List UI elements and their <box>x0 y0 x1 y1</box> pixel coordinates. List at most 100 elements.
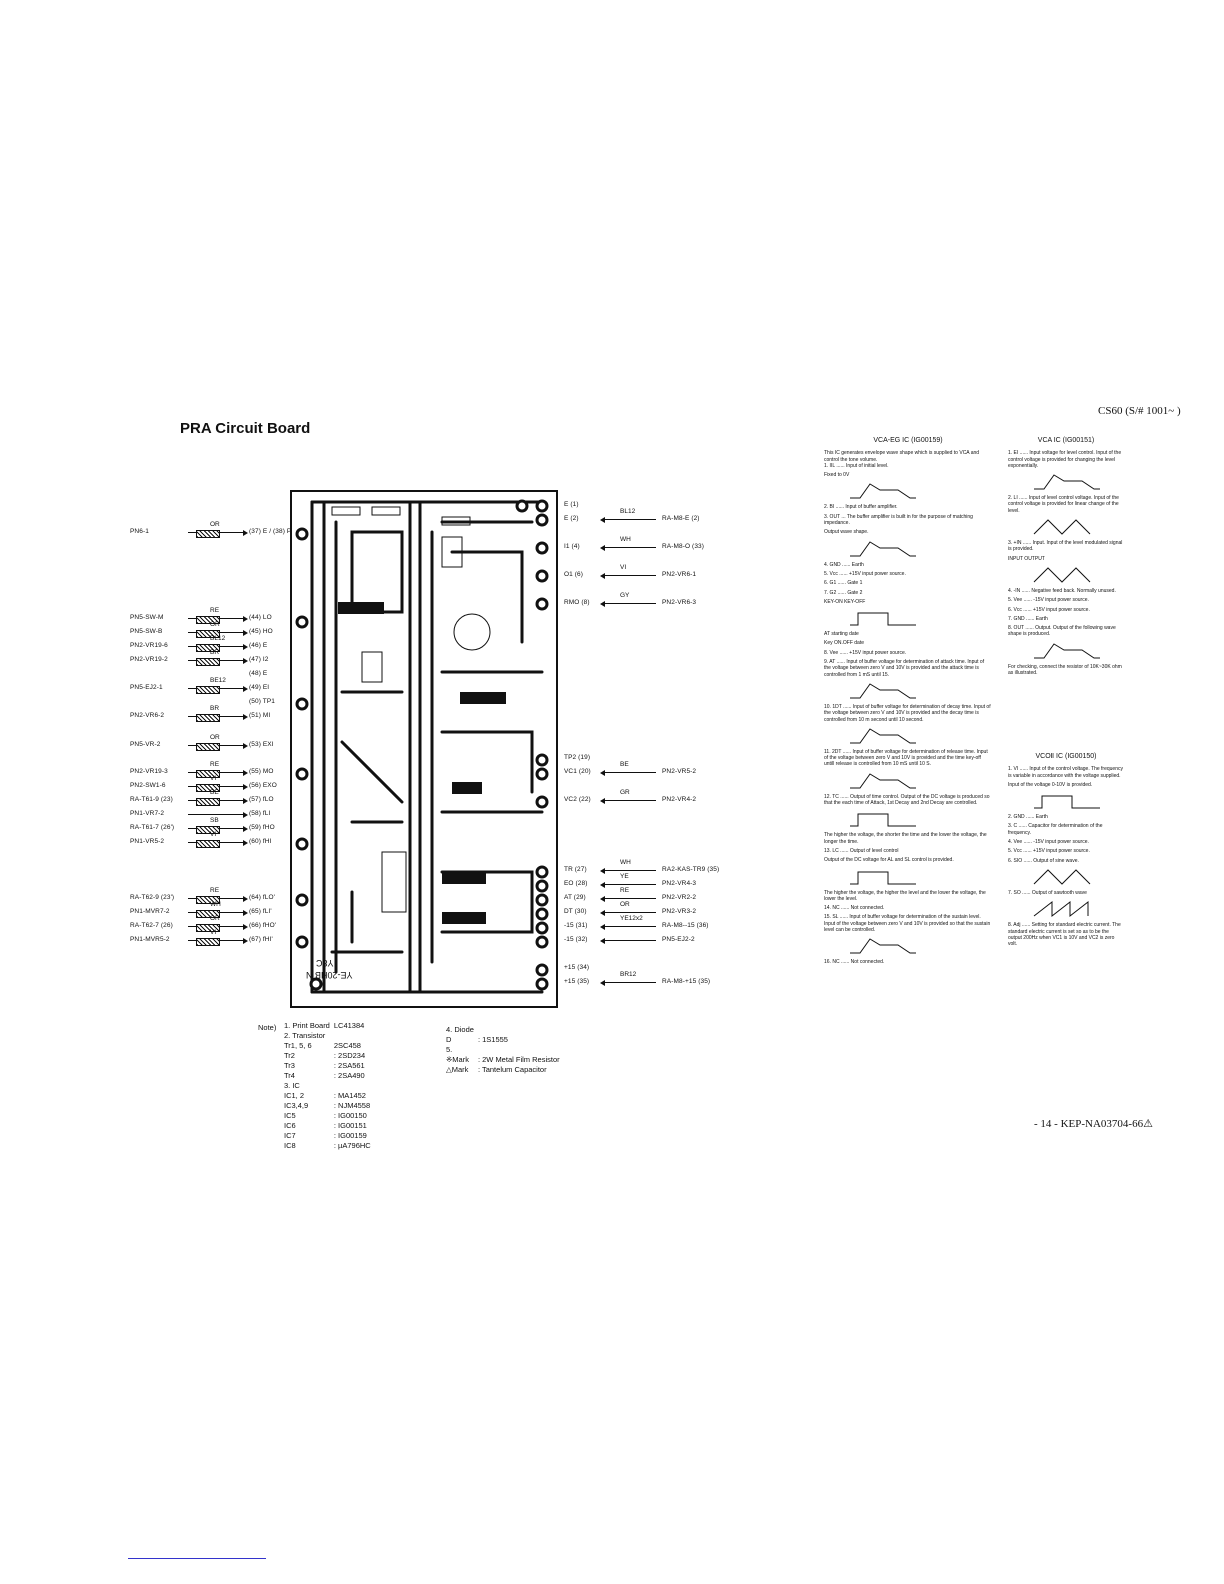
ic-pin-description: KEY-ON KEY-OFF <box>824 598 866 605</box>
waveform-diagram <box>850 871 916 884</box>
right-connector-destination: RA-M8--15 (36) <box>662 922 709 929</box>
ic-pin-description: The higher the voltage, the higher the l… <box>824 889 986 902</box>
wire-harness-symbol <box>196 658 220 666</box>
right-wire-color: OR <box>620 901 630 908</box>
ic-pin-description: Key ON.OFF date <box>824 640 865 647</box>
left-connector-line <box>188 909 248 918</box>
right-connector-line <box>600 979 656 986</box>
vcaeg-intro: This IC generates envelope wave shape wh… <box>824 450 980 463</box>
notes-row: Tr1, 5, 6 2SC458 <box>284 1041 375 1051</box>
notes-value: : 2SA561 <box>333 1061 365 1070</box>
right-connector-pin: E (2) <box>564 515 579 522</box>
right-connector-line <box>600 516 656 523</box>
notes-value: : NJM4558 <box>333 1101 371 1110</box>
left-connector-source: PN1-MVR5-2 <box>130 936 170 943</box>
notes-value <box>334 1081 375 1091</box>
ic-pin-description: 8. Vee ...... +15V input power source. <box>824 649 907 656</box>
right-connector-line <box>600 881 656 888</box>
wire-harness-symbol <box>196 770 220 778</box>
vcaeg-section: VCA-EG IC (IG00159) This IC generates en… <box>824 437 992 969</box>
left-connector-pin: (45) HO <box>249 628 273 635</box>
left-connector-line <box>188 685 248 694</box>
right-connector-pin: RMO (8) <box>564 599 590 606</box>
left-connector-pin: (65) fLI' <box>249 908 272 915</box>
right-connector-destination: PN2-VR2-2 <box>662 894 697 901</box>
left-connector-source: PN6-1 <box>130 528 149 535</box>
right-connector-pin: +15 (35) <box>564 978 590 985</box>
wire-harness-symbol <box>196 924 220 932</box>
notes-key: 3. IC <box>284 1081 300 1090</box>
left-wire-color: RE <box>210 761 220 768</box>
circuit-board-traces <box>295 499 549 994</box>
notes-key: D <box>446 1035 452 1044</box>
left-connector-line <box>188 769 248 778</box>
model-header: CS60 (S/# 1001~ ) <box>1098 405 1181 417</box>
ic-pin-description: Output of the DC voltage for AL and SL c… <box>824 857 954 864</box>
notes-value: : 2SA490 <box>333 1071 365 1080</box>
right-connector-pin: VC2 (22) <box>564 796 591 803</box>
notes-value: : 2SD234 <box>333 1051 366 1060</box>
ic-pin-description: 10. 1DT ...... Input of buffer voltage f… <box>824 703 991 723</box>
vca-items: 1. EI ...... Input voltage for level con… <box>1008 450 1124 676</box>
vca-title: VCA IC (IG00151) <box>1037 437 1095 444</box>
waveform-diagram <box>850 541 916 557</box>
notes-row: 4. Diode <box>446 1025 564 1035</box>
ic-pin-description: 2. GND ...... Earth <box>1008 814 1048 821</box>
notes-key: Tr1, 5, 6 <box>284 1041 312 1050</box>
wire-harness-symbol <box>196 896 220 904</box>
board-marking-1: YE-20HB N <box>306 970 353 980</box>
left-connector-pin: (59) fHO <box>249 824 275 831</box>
right-wire-color: WH <box>620 536 631 543</box>
notes-value: : MA1452 <box>333 1091 366 1100</box>
notes-row: D: 1S1555 <box>446 1035 564 1045</box>
notes-key: △Mark <box>446 1065 469 1074</box>
notes-value: : µA796HC <box>333 1141 371 1150</box>
notes-key: Tr2 <box>284 1051 295 1060</box>
left-connector-pin: (47) I2 <box>249 656 269 663</box>
right-connector-line <box>600 867 656 874</box>
vco-section: VCOⅡ IC (IG00150) 1. VI ...... Input of … <box>1008 753 1124 950</box>
left-wire-color: VI <box>210 929 217 936</box>
left-wire-color: WH <box>210 901 221 908</box>
notes-value <box>334 1031 375 1041</box>
waveform-diagram <box>850 483 916 499</box>
waveform-diagram <box>1033 901 1089 918</box>
left-connector-source: PN5-VR-2 <box>130 741 161 748</box>
notes-key: ※Mark <box>446 1055 469 1064</box>
notes-row: IC3,4,9: NJM4558 <box>284 1101 375 1111</box>
waveform-diagram <box>1033 519 1091 535</box>
right-connector-line <box>600 600 656 607</box>
left-connector-pin: (56) EXO <box>249 782 277 789</box>
left-connector-source: PN5-SW-M <box>130 614 164 621</box>
left-connector-line <box>188 783 248 792</box>
waveform-diagram <box>850 813 916 827</box>
notes-row: △Mark: Tantelum Capacitor <box>446 1065 564 1075</box>
left-connector-pin: (46) E <box>249 642 268 649</box>
right-connector-pin: TR (27) <box>564 866 587 873</box>
left-connector-source: RA-T62-7 (26) <box>130 922 173 929</box>
right-connector-destination: PN5-EJ2-2 <box>662 936 695 943</box>
ic-pin-description: AT starting date <box>824 631 859 638</box>
waveform-diagram <box>1034 795 1100 809</box>
left-wire-color: RE <box>210 607 220 614</box>
left-connector-line <box>188 937 248 946</box>
notes-row: IC6: IG00151 <box>284 1121 375 1131</box>
ic-pin-description: 4. -IN ...... Negative feed back. Normal… <box>1008 587 1116 594</box>
left-connector-pin: (50) TP1 <box>249 698 275 705</box>
ic-pin-description: 1. EI ...... Input voltage for level con… <box>1008 450 1122 469</box>
right-connector-line <box>600 544 656 551</box>
notes-value: 2SC458 <box>333 1041 361 1050</box>
left-connector-pin: (66) fHO' <box>249 922 277 929</box>
ic-pin-description: 3. C ...... Capacitor for determination … <box>1008 823 1103 836</box>
notes-key: IC5 <box>284 1111 296 1120</box>
right-connector-destination: RA2-KAS-TR9 (35) <box>662 866 720 873</box>
right-wire-color: YE12x2 <box>620 915 643 922</box>
ic-pin-description: For checking, connect the resistor of 10… <box>1008 663 1122 677</box>
wire-harness-symbol <box>196 616 220 624</box>
right-connector-destination: PN2-VR4-3 <box>662 880 697 887</box>
notes-row: 5. <box>446 1045 564 1055</box>
right-connector-destination: RA-M8-+15 (35) <box>662 978 711 985</box>
left-connector-pin: (51) MI <box>249 712 271 719</box>
notes-value: : IG00150 <box>333 1111 367 1120</box>
